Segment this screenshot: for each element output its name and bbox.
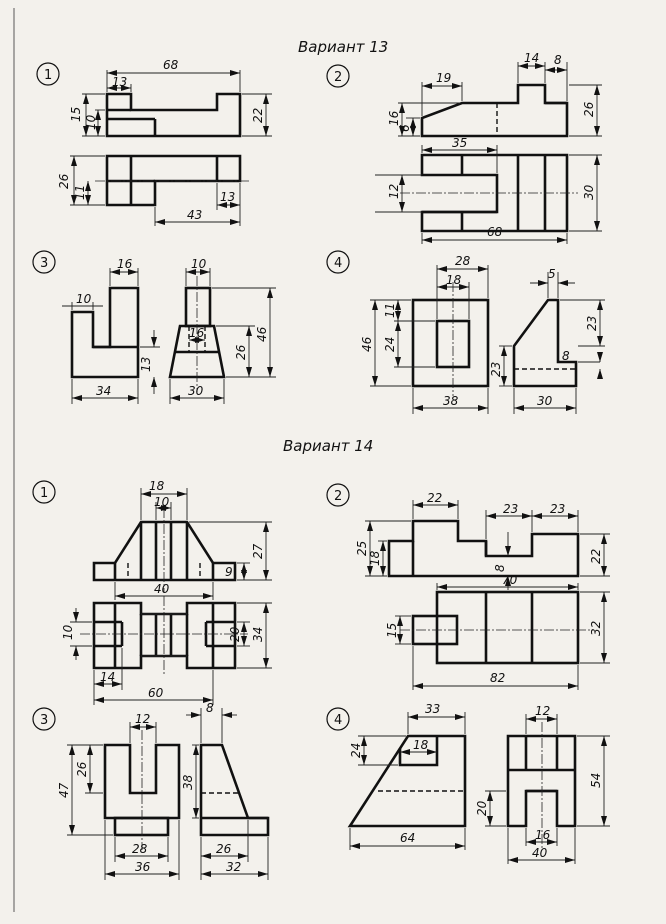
dimension-label: 11 (383, 303, 397, 318)
dimension-label: 14 (100, 670, 115, 684)
task-number: 1 (40, 486, 48, 501)
dimension-label: 15 (385, 623, 399, 638)
v13-task-3: 3 16 10 10 46 16 26 13 34 30 (32, 250, 276, 404)
dimension-label: 22 (427, 491, 442, 505)
dimension-label: 6 (398, 124, 412, 132)
dimension-label: 35 (452, 136, 467, 150)
dimension-label: 25 (355, 541, 369, 556)
dimension-label: 30 (582, 184, 596, 200)
dimension-label: 32 (589, 621, 603, 636)
dimension-label: 23 (503, 502, 518, 516)
dimension-label: 22 (589, 549, 603, 564)
dimension-label: 10 (61, 624, 75, 640)
dimension-label: 8 (206, 701, 214, 715)
dimension-label: 15 (69, 107, 83, 122)
dimension-label: 23 (585, 316, 599, 331)
dimension-label: 10 (84, 114, 98, 130)
dimension-label: 18 (368, 550, 382, 566)
dimension-label: 8 (493, 564, 507, 572)
dimension-label: 46 (255, 326, 269, 342)
dimension-label: 82 (490, 671, 505, 685)
dimension-label: 70 (502, 573, 518, 587)
dimension-label: 24 (383, 337, 397, 352)
dimension-label: 12 (535, 704, 550, 718)
task-number: 4 (334, 713, 342, 728)
v13-task-4: 4 28 18 5 46 11 24 23 23 8 (326, 250, 605, 414)
dimension-label: 64 (400, 831, 415, 845)
task-number: 4 (334, 256, 342, 271)
dimension-label: 36 (135, 860, 151, 874)
dimension-label: 34 (251, 627, 265, 642)
dimension-label: 16 (387, 110, 401, 126)
dimension-label: 32 (226, 860, 241, 874)
dimension-label: 38 (181, 774, 195, 790)
v14-task-1: 1 18 10 27 (32, 479, 272, 705)
dimension-label: 43 (187, 208, 202, 222)
v14-task-3: 3 12 8 47 26 38 28 36 26 32 (32, 701, 270, 880)
dimension-label: 47 (57, 782, 71, 798)
dimension-label: 28 (132, 842, 148, 856)
dimension-label: 20 (475, 800, 489, 816)
dimension-label: 60 (148, 686, 164, 700)
v14-task-2: 2 22 23 23 25 18 8 22 70 15 (326, 483, 610, 690)
dimension-label: 26 (234, 344, 248, 360)
dimension-label: 68 (163, 58, 179, 72)
dimension-label: 8 (562, 349, 570, 363)
task-number: 3 (40, 256, 48, 271)
dimension-label: 18 (149, 479, 165, 493)
v14-task-4: 4 33 24 18 64 12 54 20 16 40 (326, 702, 610, 864)
dimension-label: 20 (228, 626, 242, 642)
dimension-label: 13 (139, 357, 153, 372)
dimension-label: 14 (524, 51, 539, 65)
dimension-label: 12 (387, 184, 401, 199)
dimension-label: 23 (550, 502, 565, 516)
dimension-label: 10 (76, 292, 92, 306)
task-number: 2 (334, 489, 342, 504)
dimension-label: 40 (532, 846, 548, 860)
variant-14-title: Вариант 14 (283, 437, 373, 455)
dimension-label: 18 (446, 273, 462, 287)
v13-task-2: 2 19 14 8 16 6 26 35 12 (326, 51, 602, 244)
dimension-label: 13 (220, 190, 235, 204)
dimension-label: 16 (189, 326, 205, 340)
dimension-label: 10 (191, 257, 207, 271)
v13-task-1: 1 68 13 15 10 22 26 11 43 13 (36, 58, 272, 226)
dimension-label: 40 (154, 582, 170, 596)
dimension-label: 8 (554, 53, 562, 67)
dimension-label: 10 (154, 495, 170, 509)
variant-13-title: Вариант 13 (298, 38, 388, 56)
dimension-label: 26 (582, 101, 596, 117)
dimension-label: 34 (96, 384, 111, 398)
dimension-label: 26 (75, 761, 89, 777)
dimension-label: 19 (436, 71, 451, 85)
dimension-label: 16 (535, 828, 551, 842)
dimension-label: 5 (548, 267, 556, 281)
dimension-label: 30 (537, 394, 553, 408)
task-number: 2 (334, 70, 342, 85)
dimension-label: 13 (112, 75, 127, 89)
dimension-label: 46 (360, 336, 374, 352)
dimension-label: 26 (216, 842, 232, 856)
task-number: 1 (44, 68, 52, 83)
dimension-label: 68 (487, 225, 503, 239)
dimension-label: 9 (225, 565, 233, 579)
dimension-label: 12 (135, 712, 150, 726)
dimension-label: 11 (73, 185, 87, 200)
dimension-label: 33 (425, 702, 440, 716)
dimension-label: 24 (349, 743, 363, 758)
dimension-label: 16 (117, 257, 133, 271)
dimension-label: 22 (251, 108, 265, 123)
dimension-label: 18 (413, 738, 429, 752)
dimension-label: 54 (589, 773, 603, 788)
dimension-label: 23 (489, 362, 503, 377)
dimension-label: 30 (188, 384, 204, 398)
dimension-label: 27 (251, 543, 265, 559)
task-number: 3 (40, 713, 48, 728)
dimension-label: 38 (443, 394, 459, 408)
dimension-label: 26 (57, 173, 71, 189)
dimension-label: 28 (455, 254, 471, 268)
